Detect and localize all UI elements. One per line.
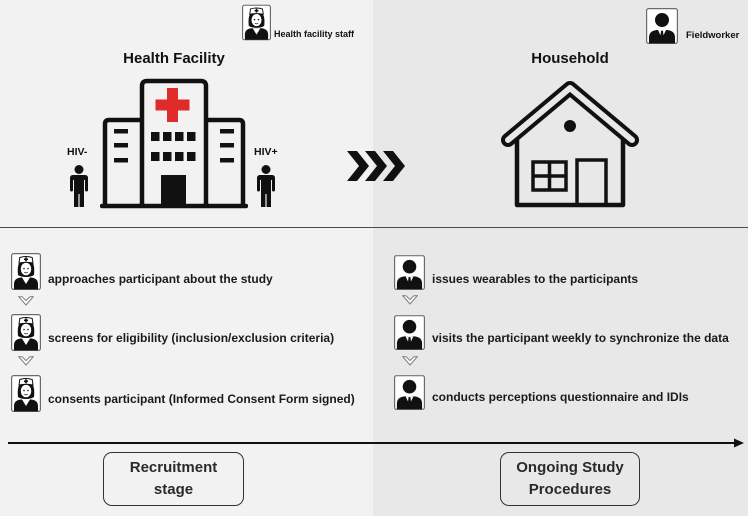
ongoing-stage-line-1: Ongoing Study xyxy=(516,459,624,476)
hiv-negative-label: HIV- xyxy=(67,146,88,158)
nurse-icon xyxy=(242,4,271,41)
fieldworker-label: Fieldworker xyxy=(686,30,740,41)
nurse-icon xyxy=(11,253,41,290)
recruitment-step-3: consents participant (Informed Consent F… xyxy=(48,392,355,406)
fieldworker-icon xyxy=(394,315,425,350)
recruitment-step-1: approaches participant about the study xyxy=(48,272,273,286)
ongoing-step-2: visits the participant weekly to synchro… xyxy=(432,331,729,345)
chevron-down-icon xyxy=(402,356,418,366)
hospital-icon xyxy=(100,78,248,209)
nurse-icon xyxy=(11,314,41,351)
fieldworker-icon xyxy=(394,375,425,410)
recruitment-stage-line-1: Recruitment xyxy=(129,459,218,476)
health-facility-title: Health Facility xyxy=(123,50,225,67)
chevron-down-icon xyxy=(18,296,34,306)
fieldworker-icon xyxy=(646,8,678,44)
ongoing-step-1: issues wearables to the participants xyxy=(432,272,639,286)
ongoing-step-3: conducts perceptions questionnaire and I… xyxy=(432,390,689,404)
household-title: Household xyxy=(531,50,609,67)
section-divider xyxy=(0,227,748,228)
arrow-right-icon xyxy=(8,438,744,448)
ongoing-stage-line-2: Procedures xyxy=(528,481,612,498)
chevron-down-icon xyxy=(18,356,34,366)
person-icon xyxy=(256,165,276,207)
triple-chevron-right-icon xyxy=(347,151,405,181)
house-icon xyxy=(501,81,639,208)
health-facility-staff-label: Health facility staff xyxy=(274,29,355,39)
ongoing-stage-box: Ongoing Study Procedures xyxy=(500,452,640,506)
recruitment-stage-line-2: stage xyxy=(153,481,194,498)
hiv-positive-label: HIV+ xyxy=(254,146,278,158)
health-facility-panel xyxy=(0,0,373,516)
chevron-down-icon xyxy=(402,295,418,305)
household-panel xyxy=(373,0,748,516)
recruitment-step-2: screens for eligibility (inclusion/exclu… xyxy=(48,331,335,345)
person-icon xyxy=(69,165,89,207)
recruitment-stage-box: Recruitment stage xyxy=(103,452,244,506)
fieldworker-icon xyxy=(394,255,425,290)
nurse-icon xyxy=(11,375,41,412)
